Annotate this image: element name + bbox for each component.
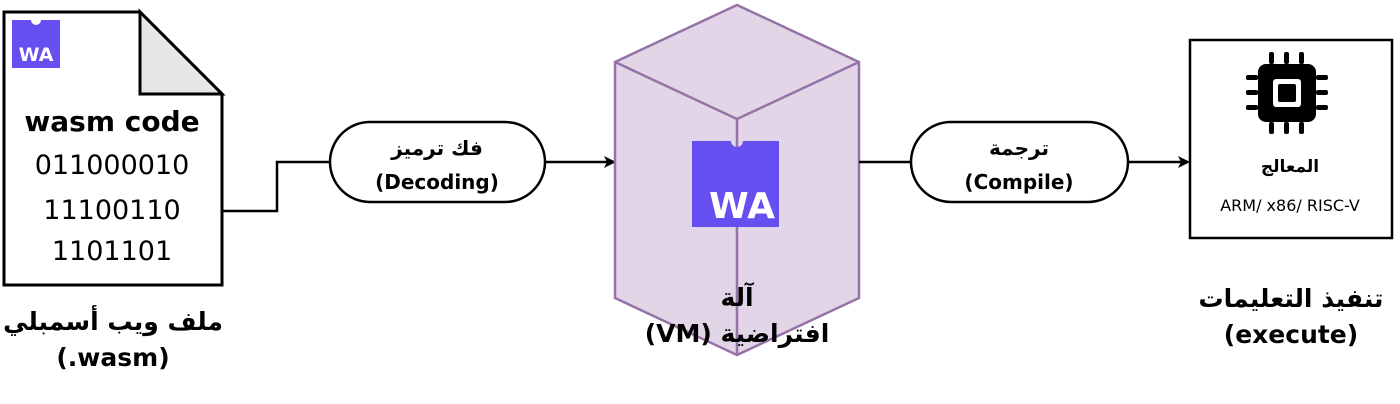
vm-wasm-logo-text: WA [709,186,775,227]
vm-wasm-logo-icon: WA [692,141,779,227]
binary-line-2: 11100110 [43,195,180,226]
wasm-file-document: WA wasm code 011000010 11100110 1101101 [2,8,226,287]
cpu-caption-line1: تنفيذ التعليمات [1198,284,1384,313]
vm-caption: آلة افتراضية (VM) [615,280,859,352]
cpu-caption-line2: (execute) [1223,320,1359,349]
file-caption-line1: ملف ويب أسمبلي [3,307,223,336]
decode-label-arabic: فك ترميز [390,136,483,160]
vm-caption-line1: آلة [720,283,754,312]
cpu-box: المعالج ARM/ x86/ RISC-V [1188,38,1394,240]
vm-cube: WA [613,3,861,357]
cpu-caption: تنفيذ التعليمات (execute) [1188,281,1394,353]
vm-caption-line2: افتراضية (VM) [644,319,830,348]
compile-step: ترجمة (Compile) [909,120,1130,204]
code-title: wasm code [24,105,199,138]
file-caption-line2: (.wasm) [56,343,170,372]
compile-label-arabic: ترجمة [989,136,1049,160]
document-folded-corner [138,8,226,96]
cpu-label-arabic: المعالج [1261,157,1319,177]
cpu-architectures: ARM/ x86/ RISC-V [1220,196,1360,215]
wasm-logo-text: WA [19,44,54,66]
connector-file-to-decode [222,160,330,213]
binary-line-1: 011000010 [35,150,190,181]
compile-label-english: (Compile) [964,170,1073,194]
decode-label-english: (Decoding) [375,170,499,194]
wasm-logo-icon: WA [12,20,60,68]
file-caption: ملف ويب أسمبلي (.wasm) [0,304,226,376]
decode-step: فك ترميز (Decoding) [328,120,547,204]
binary-line-3: 1101101 [52,236,172,267]
cpu-chip-icon [1246,52,1328,134]
